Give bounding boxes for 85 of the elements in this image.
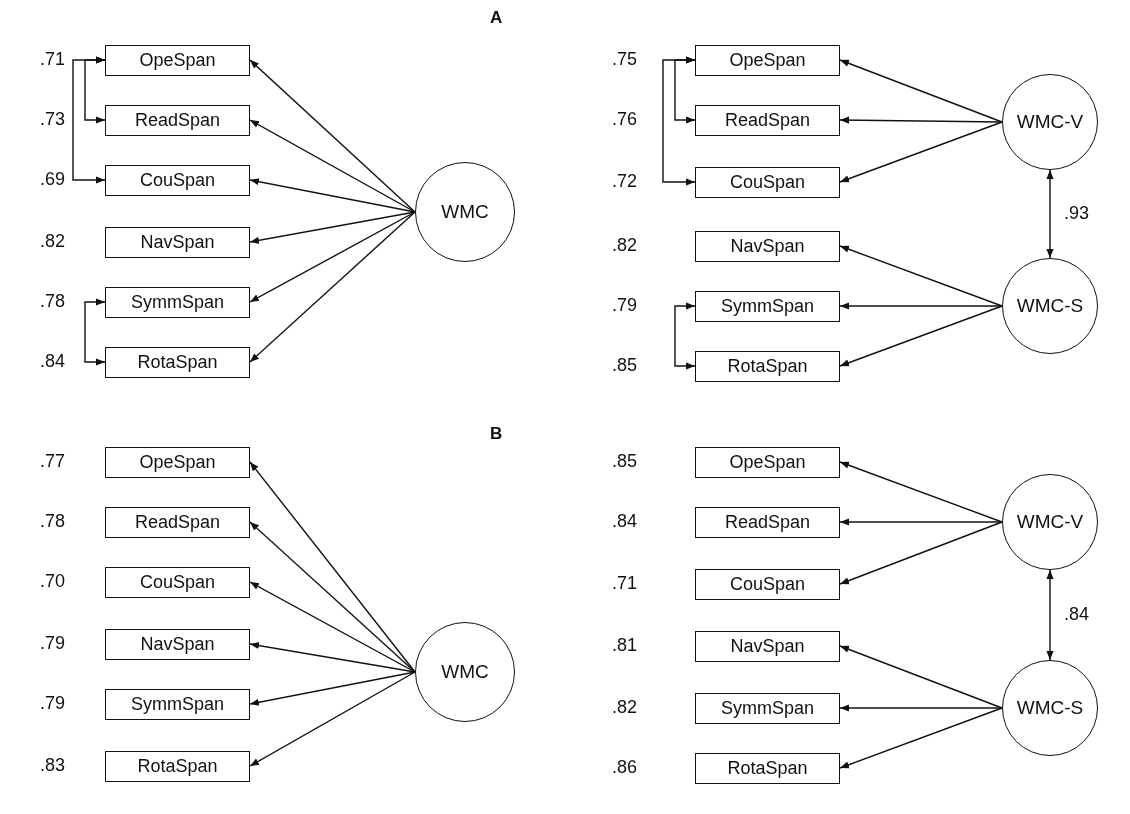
arrow	[249, 581, 416, 673]
measure-box: CouSpan	[105, 164, 250, 196]
arrow	[249, 211, 416, 244]
measure-box: NavSpan	[105, 226, 250, 258]
arrow	[839, 518, 1003, 526]
arrow	[839, 121, 1003, 183]
measure-box: NavSpan	[695, 630, 840, 662]
arrow	[249, 119, 416, 213]
measure-box: ReadSpan	[105, 104, 250, 136]
panel-label: B	[490, 424, 503, 444]
arrow	[249, 59, 416, 213]
loading-value: .78	[40, 291, 66, 312]
arrow	[839, 245, 1003, 307]
loading-value: .69	[40, 169, 66, 190]
measure-box: OpeSpan	[105, 446, 250, 478]
measure-box: NavSpan	[105, 628, 250, 660]
measure-box: RotaSpan	[695, 350, 840, 382]
loading-value: .82	[40, 231, 66, 252]
arrow	[839, 302, 1003, 310]
measure-box: RotaSpan	[695, 752, 840, 784]
loading-value: .76	[612, 109, 638, 130]
double-headed-arrow	[662, 56, 696, 186]
latent-variable-circle: WMC-V	[1002, 474, 1098, 570]
latent-variable-circle: WMC-V	[1002, 74, 1098, 170]
double-headed-arrow	[674, 302, 696, 370]
arrow	[839, 461, 1003, 523]
loading-value: .84	[612, 511, 638, 532]
measure-box: SymmSpan	[105, 688, 250, 720]
arrow	[839, 116, 1003, 124]
arrow	[839, 707, 1003, 769]
arrow	[839, 305, 1003, 367]
measure-box: RotaSpan	[105, 346, 250, 378]
loading-value: .70	[40, 571, 66, 592]
loading-value: .77	[40, 451, 66, 472]
arrow	[249, 211, 416, 363]
arrow	[839, 704, 1003, 712]
loading-value: .85	[612, 451, 638, 472]
arrow	[249, 521, 416, 673]
loading-value: .82	[612, 697, 638, 718]
arrow	[249, 671, 416, 767]
arrow	[249, 641, 416, 673]
loading-value: .85	[612, 355, 638, 376]
loading-value: .86	[612, 757, 638, 778]
measure-box: RotaSpan	[105, 750, 250, 782]
measure-box: CouSpan	[105, 566, 250, 598]
double-headed-arrow	[84, 298, 106, 366]
measure-box: SymmSpan	[695, 692, 840, 724]
measure-box: SymmSpan	[105, 286, 250, 318]
double-headed-arrow	[1046, 169, 1054, 259]
double-headed-arrow	[1046, 569, 1054, 661]
loading-value: .73	[40, 109, 66, 130]
arrow	[249, 461, 416, 673]
measure-box: ReadSpan	[695, 104, 840, 136]
loading-value: .78	[40, 511, 66, 532]
measure-box: OpeSpan	[105, 44, 250, 76]
latent-variable-circle: WMC-S	[1002, 258, 1098, 354]
measure-box: CouSpan	[695, 166, 840, 198]
loading-value: .83	[40, 755, 66, 776]
latent-variable-circle: WMC-S	[1002, 660, 1098, 756]
arrow	[839, 59, 1003, 123]
measure-box: OpeSpan	[695, 446, 840, 478]
loading-value: .81	[612, 635, 638, 656]
measure-box: ReadSpan	[695, 506, 840, 538]
loading-value: .82	[612, 235, 638, 256]
arrow	[249, 178, 416, 213]
loading-value: .84	[40, 351, 66, 372]
latent-variable-circle: WMC	[415, 622, 515, 722]
measure-box: OpeSpan	[695, 44, 840, 76]
loading-value: .71	[40, 49, 66, 70]
loading-value: .79	[612, 295, 638, 316]
arrow	[839, 521, 1003, 585]
loading-value: .75	[612, 49, 638, 70]
measure-box: CouSpan	[695, 568, 840, 600]
loading-value: .72	[612, 171, 638, 192]
loading-value: .79	[40, 633, 66, 654]
arrow	[249, 671, 416, 706]
panel-label: A	[490, 8, 503, 28]
arrow	[839, 645, 1003, 709]
loading-value: .71	[612, 573, 638, 594]
measure-box: SymmSpan	[695, 290, 840, 322]
measure-box: NavSpan	[695, 230, 840, 262]
loading-value: .79	[40, 693, 66, 714]
latent-variable-circle: WMC	[415, 162, 515, 262]
double-headed-arrow	[72, 56, 106, 184]
measure-box: ReadSpan	[105, 506, 250, 538]
